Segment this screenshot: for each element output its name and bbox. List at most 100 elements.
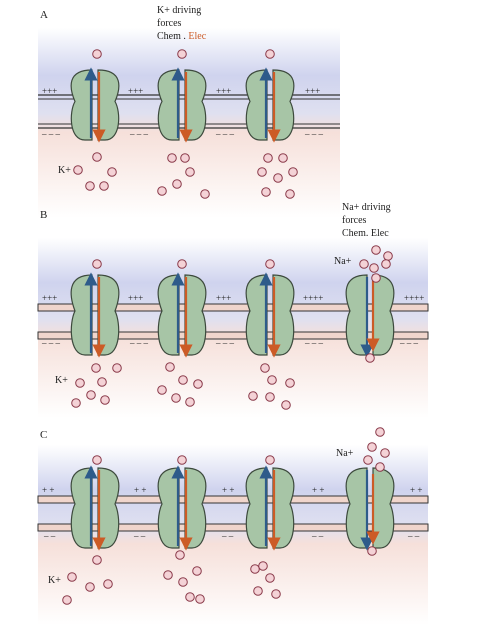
ion [381,259,391,269]
channel-subunit-left [345,467,368,549]
ion [92,259,102,269]
ion [195,594,205,604]
k-channel [157,465,207,551]
charge-minus: – – – [304,129,324,139]
ion [278,153,288,163]
ion [75,378,85,388]
charge-plus: + + [312,485,324,495]
channel-subunit-right [272,274,295,356]
channel-subunit-right [372,467,395,549]
ion [263,153,273,163]
charge-minus: – – – [129,129,149,139]
charge-minus: – – [43,531,56,541]
ion [178,577,188,587]
ion [253,586,263,596]
ion [261,187,271,197]
ion [265,455,275,465]
channel-subunit-right [272,467,295,549]
ion [100,395,110,405]
k-channel [70,272,120,358]
panel-b-label: B [40,209,47,221]
ion [288,167,298,177]
ion [62,595,72,605]
na-driving-forces-legend: Na+ driving forces Chem. Elec [342,202,391,239]
ion [371,273,381,283]
ion [375,462,385,472]
k-legend-line1: K+ driving [157,5,201,16]
ion [258,561,268,571]
k-legend-elec: Elec [188,31,206,42]
charge-plus: + + [134,485,146,495]
charge-plus: + + [42,485,54,495]
ion [99,181,109,191]
ion [265,49,275,59]
ion [112,363,122,373]
channel-subunit-right [97,467,120,549]
panel-c: C Na+ + + + + + + + + + + – – – – – – – … [37,427,429,625]
ion [157,385,167,395]
ion [281,400,291,410]
channel-subunit-left [245,467,268,549]
ion [257,167,267,177]
ion [73,165,83,175]
k-legend-chem: Chem [157,31,181,42]
charge-plus: +++ [42,293,57,303]
panel-a-label: A [40,9,48,21]
ion [178,375,188,385]
charge-plus: ++++ [404,293,424,303]
ion [163,570,173,580]
membrane-outer-leaflet [37,495,429,504]
ion [97,377,107,387]
channel-group [70,67,295,143]
ion [200,189,210,199]
channel-subunit-right [272,69,295,141]
ion [85,582,95,592]
charge-plus: ++++ [303,293,323,303]
membrane-inner-leaflet [37,523,429,532]
charge-minus: – – – [41,129,61,139]
charge-plus: +++ [216,293,231,303]
panel-b-membrane [37,303,429,340]
na-legend-line1: Na+ driving [342,202,391,213]
charge-minus: – – – [399,338,419,348]
panel-a: A K+ driving forces Chem . Elec +++ +++ … [38,5,340,218]
na-channel [345,467,395,551]
ion [177,455,187,465]
k-channel [157,67,207,143]
ion [369,263,379,273]
charge-minus: – – [221,531,234,541]
charge-minus: – – – [215,129,235,139]
ion [177,49,187,59]
charge-plus: +++ [128,86,143,96]
ion [267,375,277,385]
channel-subunit-right [97,69,120,141]
ion [167,153,177,163]
ion [383,251,393,261]
ion [92,455,102,465]
channel-subunit-left [157,69,180,141]
channel-subunit-left [70,274,93,356]
charge-plus: +++ [128,293,143,303]
charge-minus: – – – [41,338,61,348]
channel-subunit-right [184,274,207,356]
k-channel [245,272,295,358]
ion [180,153,190,163]
channel-subunit-left [157,274,180,356]
channel-subunit-right [184,69,207,141]
k-channel [245,67,295,143]
ion [285,378,295,388]
ion [67,572,77,582]
ion [359,259,369,269]
ion [265,392,275,402]
ion [185,592,195,602]
charge-minus: – – [311,531,324,541]
ion [250,564,260,574]
na-ion-label: Na+ [334,256,352,267]
channel-subunit-left [245,69,268,141]
charge-minus: – – – [129,338,149,348]
ion [185,167,195,177]
ion [248,391,258,401]
ion [371,245,381,255]
panel-b: B Na+ driving forces Chem. Elec Na+ +++ … [37,202,429,418]
